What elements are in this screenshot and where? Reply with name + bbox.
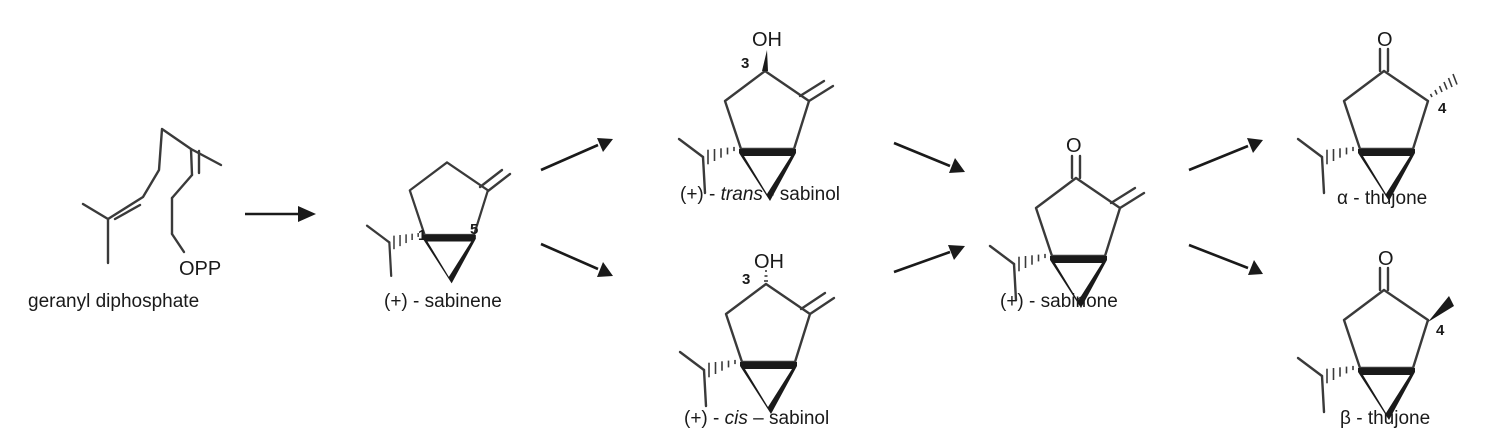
trans-sabinol-c3-label: 3 — [741, 55, 749, 72]
arrow-gpp-to-sabinene — [245, 206, 316, 222]
sabinone-caption: (+) - sabinone — [1000, 291, 1118, 312]
cis-sabinol-structure — [678, 265, 836, 416]
trans-sabinol-caption: (+) - trans - sabinol — [680, 184, 840, 205]
arrow-sabinone-to-alpha-thujone — [1188, 138, 1263, 172]
cis-sabinol-c3-label: 3 — [742, 271, 750, 288]
beta-thujone-oxygen-label: O — [1378, 248, 1394, 270]
alpha-thujone-oxygen-label: O — [1377, 29, 1393, 51]
beta-thujone-c4-label: 4 — [1436, 322, 1445, 339]
alpha-thujone-caption: α - thujone — [1337, 188, 1427, 209]
trans-sabinol-oh-label: OH — [752, 29, 782, 51]
gpp-caption: geranyl diphosphate — [28, 291, 199, 312]
sabinene-c1-label: 1 — [418, 227, 426, 244]
sabinene-caption: (+) - sabinene — [384, 291, 502, 312]
gpp-opp-group: OPP — [179, 258, 221, 280]
arrow-sabinone-to-beta-thujone — [1188, 243, 1263, 275]
arrow-sabinene-to-cis-sabinol — [540, 242, 613, 277]
sabinene-c5-label: 5 — [470, 221, 478, 238]
beta-thujone-caption: β - thujone — [1340, 408, 1430, 429]
arrow-cis-sabinol-to-sabinone — [893, 245, 965, 274]
geranyl-diphosphate-structure — [81, 127, 223, 265]
sabinene-structure — [365, 161, 512, 285]
sabinone-oxygen-label: O — [1066, 135, 1082, 157]
cis-sabinol-caption: (+) - cis – sabinol — [684, 408, 829, 429]
arrow-trans-sabinol-to-sabinone — [893, 141, 965, 173]
alpha-thujone-c4-label: 4 — [1438, 100, 1447, 117]
alpha-thujone-structure — [1296, 47, 1458, 203]
cis-sabinol-oh-label: OH — [754, 251, 784, 273]
sabinone-structure — [988, 154, 1146, 310]
arrow-sabinene-to-trans-sabinol — [540, 138, 613, 172]
trans-sabinol-structure — [677, 50, 835, 203]
beta-thujone-structure — [1296, 266, 1454, 422]
